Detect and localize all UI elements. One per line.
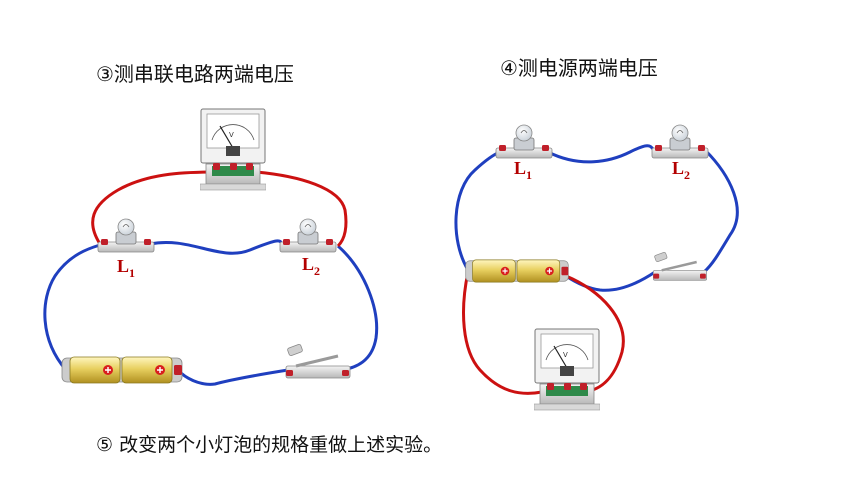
lamp-l1 (97, 218, 155, 253)
wire-l1-l2 (149, 239, 284, 255)
voltmeter-unit: V (229, 131, 234, 139)
caption-repeat-note: ⑤ 改变两个小灯泡的规格重做上述实验。 (96, 434, 443, 456)
voltmeter-r (534, 328, 600, 411)
battery-pack (61, 356, 183, 384)
lamp-l2-label: L2 (302, 254, 320, 278)
lamp-l1-label: L1 (117, 256, 135, 280)
lamp-r-l2-label: L2 (672, 158, 690, 182)
wire-r-battery-l1 (454, 150, 501, 271)
lamp-r-l1-label: L1 (514, 158, 532, 182)
knife-switch-r (652, 250, 708, 282)
knife-switch (284, 342, 352, 380)
wire-r-l2-switch (702, 148, 739, 274)
circuit-source-voltage: L1 L2 V (454, 124, 739, 411)
circuit-series-voltage: L1 L2 V (43, 108, 379, 386)
wire-switch-battery (176, 368, 289, 386)
wire-voltmeter-l2 (255, 170, 348, 248)
wire-r-voltmeter-neg (462, 271, 543, 395)
lamp-r-l1 (495, 124, 553, 159)
voltmeter-r-unit: V (563, 351, 568, 359)
lamp-l2 (279, 218, 337, 253)
caption-series-voltage: ③测串联电路两端电压 (96, 62, 294, 86)
wire-r-voltmeter-pos (565, 274, 625, 394)
wire-voltmeter-l1 (91, 170, 219, 245)
wire-battery-l1 (43, 243, 101, 371)
voltmeter (200, 108, 266, 191)
battery-pack-r (465, 259, 569, 283)
wire-r-l1-l2 (547, 144, 656, 164)
caption-source-voltage: ④测电源两端电压 (500, 56, 658, 80)
lamp-r-l2 (651, 124, 709, 159)
wire-l2-switch (337, 244, 379, 372)
